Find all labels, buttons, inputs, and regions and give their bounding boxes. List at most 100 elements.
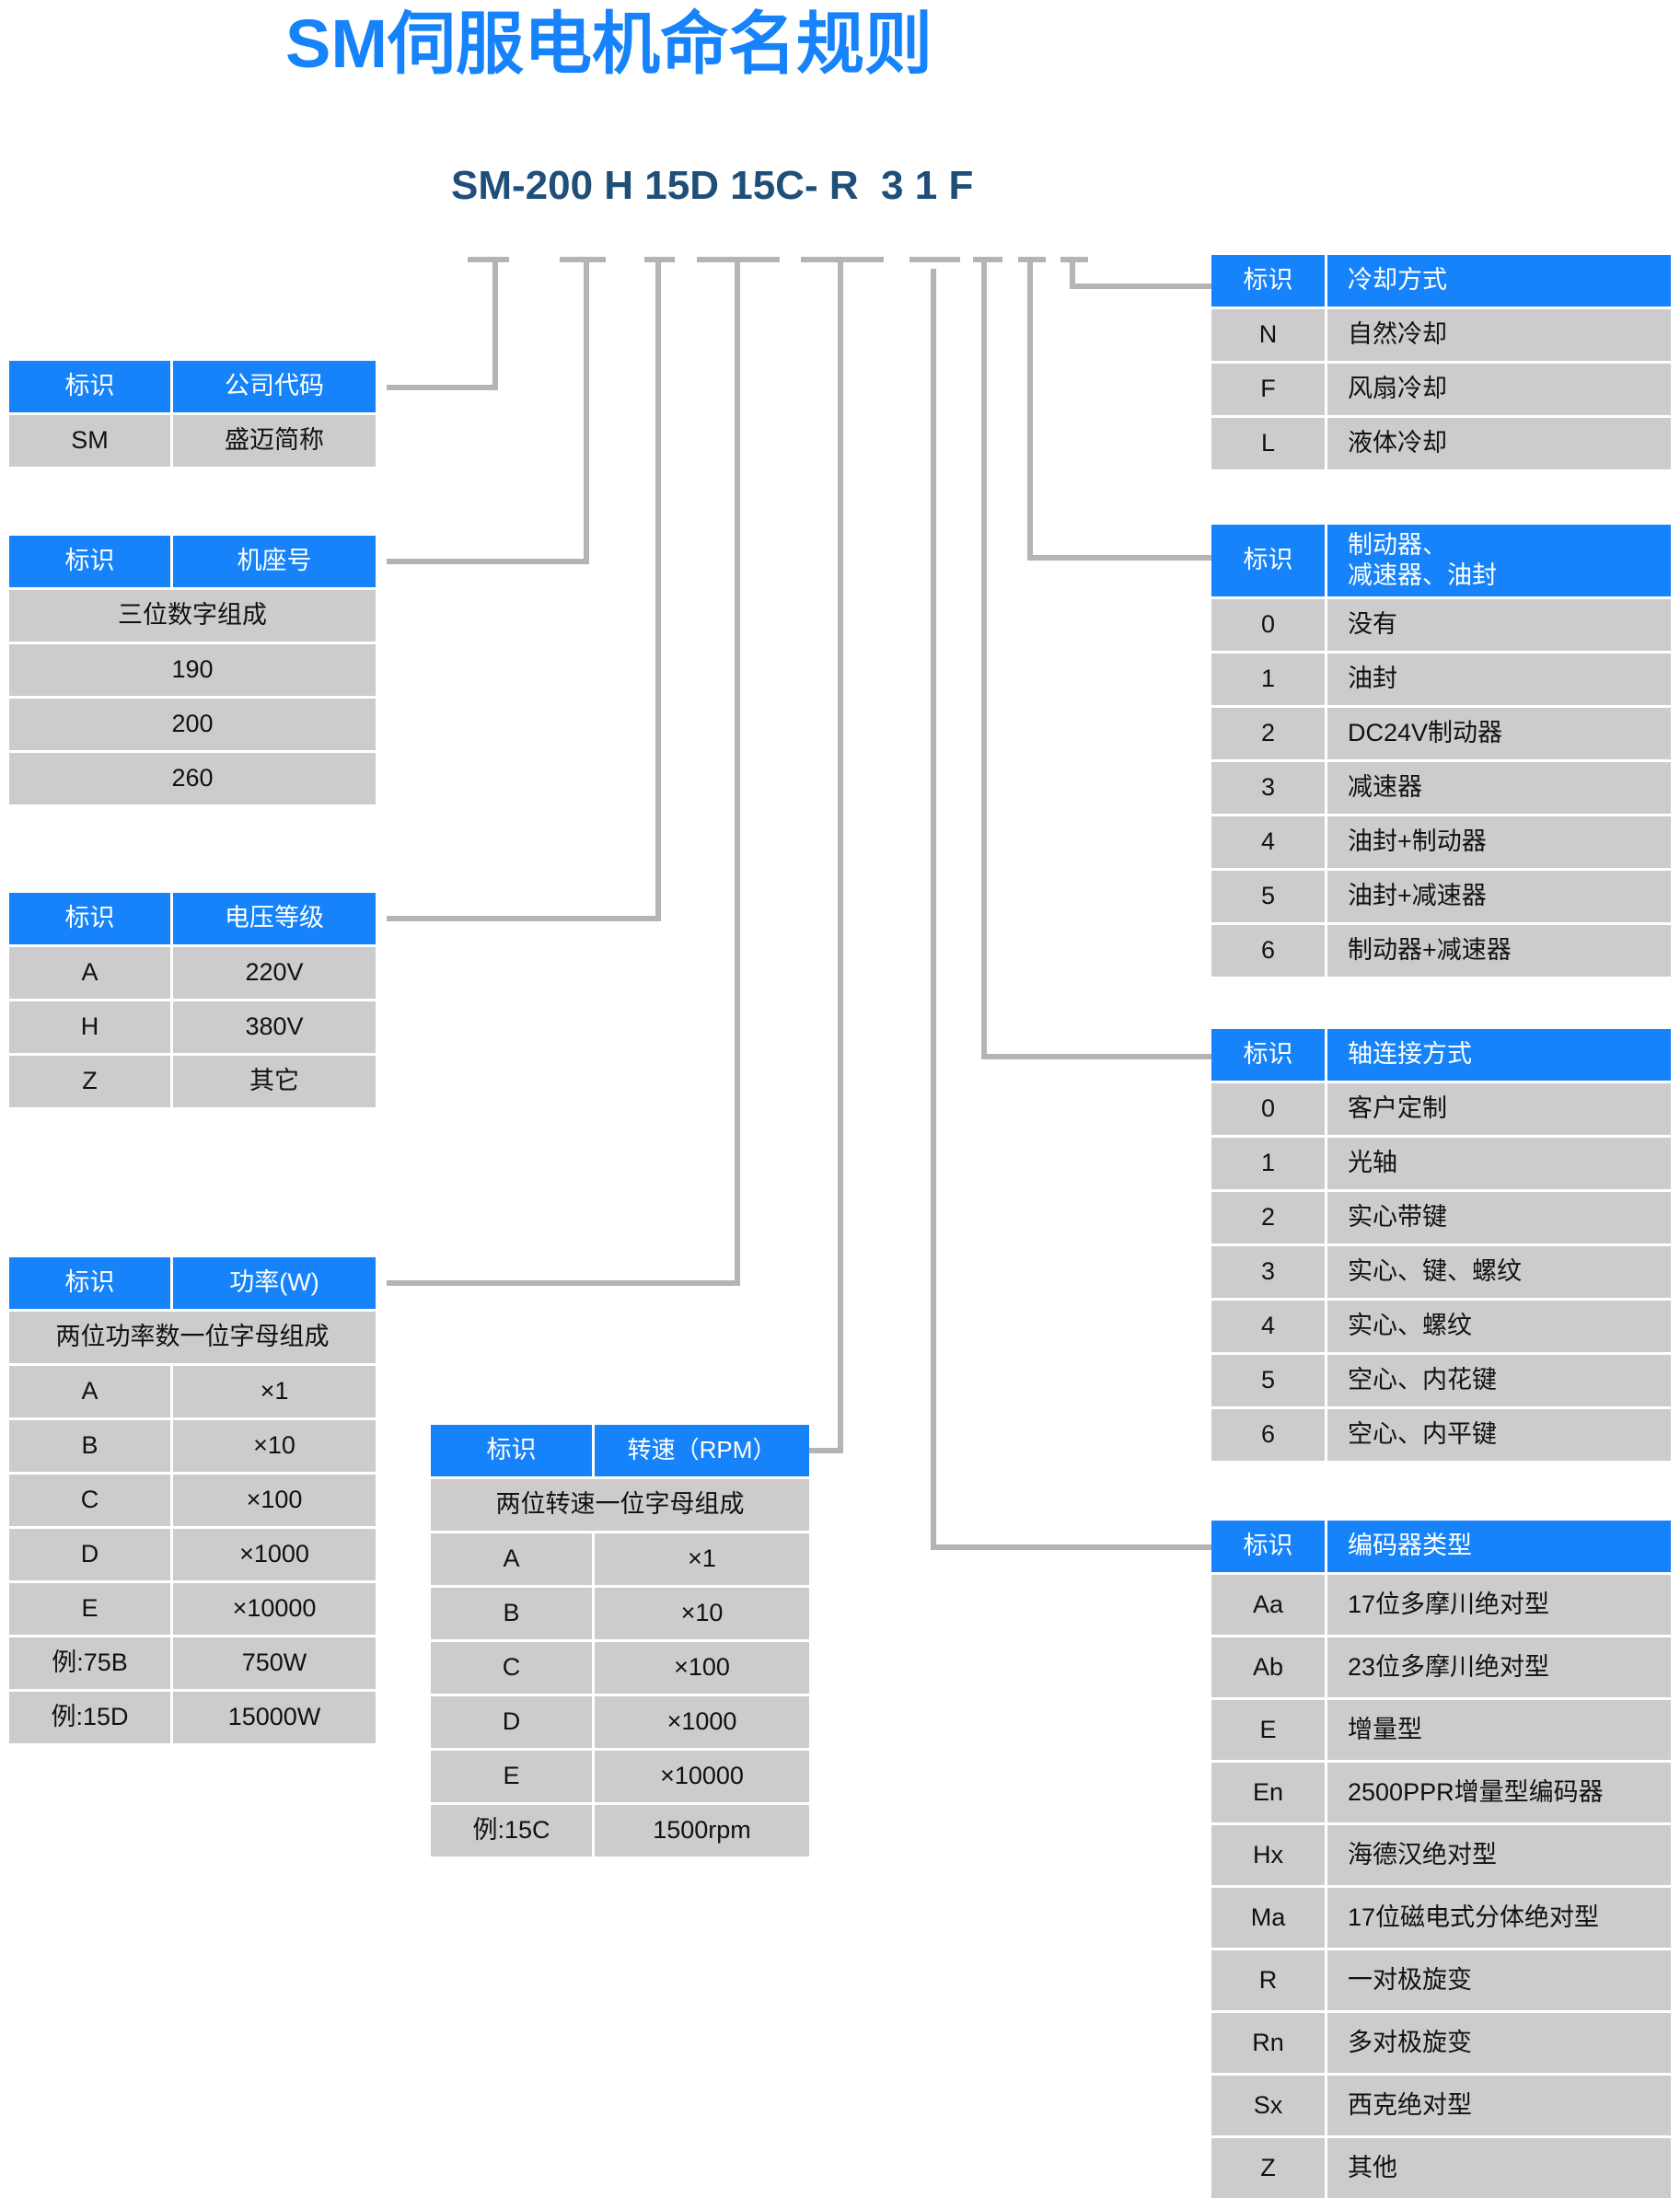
row-id-cell: 3 xyxy=(1211,1246,1325,1298)
row-value-cell: ×10000 xyxy=(595,1751,809,1802)
row-value-cell: 2500PPR增量型编码器 xyxy=(1327,1763,1671,1822)
table-row: 2 DC24V制动器 xyxy=(1211,708,1671,759)
table-row: E 增量型 xyxy=(1211,1700,1671,1760)
connector-h-speed xyxy=(808,1448,843,1453)
row-id-cell: 例:75B xyxy=(9,1637,170,1689)
table-power: 标识 功率(W) 两位功率数一位字母组成 A ×1 B ×10 C ×100 D… xyxy=(9,1257,376,1743)
row-value-cell: ×10 xyxy=(173,1420,376,1472)
row-value-cell: DC24V制动器 xyxy=(1327,708,1671,759)
header-value-line2: 减速器、油封 xyxy=(1348,561,1497,589)
note-cell: 三位数字组成 xyxy=(9,590,376,642)
row-id-cell: Z xyxy=(9,1056,170,1107)
table-row: Z 其他 xyxy=(1211,2138,1671,2198)
header-id-cell: 标识 xyxy=(1211,525,1325,596)
row-value-cell: 实心、键、螺纹 xyxy=(1327,1246,1671,1298)
table-header-row: 标识 转速（RPM） xyxy=(431,1425,809,1476)
table-row: N 自然冷却 xyxy=(1211,309,1671,361)
table-note-row: 两位转速一位字母组成 xyxy=(431,1479,809,1531)
table-cooling-method: 标识 冷却方式 N 自然冷却 F 风扇冷却 L 液体冷却 xyxy=(1211,255,1671,469)
connector-h-company xyxy=(387,385,498,390)
row-value-cell: 260 xyxy=(9,753,376,804)
row-value-cell: 190 xyxy=(9,644,376,696)
row-id-cell: 例:15D xyxy=(9,1692,170,1743)
row-id-cell: Rn xyxy=(1211,2013,1325,2073)
header-id-cell: 标识 xyxy=(1211,1029,1325,1081)
table-note-row: 两位功率数一位字母组成 xyxy=(9,1312,376,1363)
connector-v-shaft xyxy=(981,257,987,1059)
table-brake-reducer-seal: 标识 制动器、 减速器、油封 0 没有 1 油封 2 DC24V制动器 3 减速… xyxy=(1211,525,1671,977)
table-header-row: 标识 公司代码 xyxy=(9,361,376,412)
connector-h-shaft xyxy=(981,1054,1211,1059)
table-header-row: 标识 冷却方式 xyxy=(1211,255,1671,307)
row-value-cell: 17位磁电式分体绝对型 xyxy=(1327,1888,1671,1948)
row-id-cell: SM xyxy=(9,415,170,467)
table-row: F 风扇冷却 xyxy=(1211,364,1671,415)
table-row: Sx 西克绝对型 xyxy=(1211,2076,1671,2135)
row-value-cell: 减速器 xyxy=(1327,762,1671,814)
row-id-cell: Ab xyxy=(1211,1637,1325,1697)
table-row: C ×100 xyxy=(431,1642,809,1694)
header-id-cell: 标识 xyxy=(9,361,170,412)
header-value-cell: 机座号 xyxy=(173,536,376,587)
connector-cap-1 xyxy=(468,257,509,262)
table-voltage-level: 标识 电压等级 A 220V H 380V Z 其它 xyxy=(9,893,376,1107)
connector-cap-2 xyxy=(560,257,606,262)
row-value-cell: 220V xyxy=(173,947,376,999)
page-title: SM伺服电机命名规则 xyxy=(285,6,933,82)
table-row: Ma 17位磁电式分体绝对型 xyxy=(1211,1888,1671,1948)
row-value-cell: 17位多摩川绝对型 xyxy=(1327,1575,1671,1635)
table-company-code: 标识 公司代码 SM 盛迈简称 xyxy=(9,361,376,467)
row-id-cell: E xyxy=(431,1751,592,1802)
note-cell: 两位功率数一位字母组成 xyxy=(9,1312,376,1363)
table-header-row: 标识 机座号 xyxy=(9,536,376,587)
table-row: Hx 海德汉绝对型 xyxy=(1211,1825,1671,1885)
connector-v-frame xyxy=(584,257,589,564)
row-value-cell: 海德汉绝对型 xyxy=(1327,1825,1671,1885)
row-value-cell: ×100 xyxy=(173,1475,376,1526)
row-value-cell: 750W xyxy=(173,1637,376,1689)
row-id-cell: 6 xyxy=(1211,1409,1325,1461)
row-id-cell: A xyxy=(431,1533,592,1585)
table-row: 0 客户定制 xyxy=(1211,1083,1671,1135)
row-value-cell: 多对极旋变 xyxy=(1327,2013,1671,2073)
table-row: 190 xyxy=(9,644,376,696)
header-id-cell: 标识 xyxy=(9,1257,170,1309)
header-id-cell: 标识 xyxy=(1211,1521,1325,1572)
row-id-cell: D xyxy=(9,1529,170,1580)
table-row: 2 实心带键 xyxy=(1211,1192,1671,1244)
row-id-cell: 2 xyxy=(1211,708,1325,759)
table-encoder-type: 标识 编码器类型 Aa 17位多摩川绝对型 Ab 23位多摩川绝对型 E 增量型… xyxy=(1211,1521,1671,2198)
row-id-cell: Ma xyxy=(1211,1888,1325,1948)
table-row: L 液体冷却 xyxy=(1211,418,1671,469)
table-row: 6 空心、内平键 xyxy=(1211,1409,1671,1461)
row-id-cell: 1 xyxy=(1211,654,1325,705)
row-value-cell: 增量型 xyxy=(1327,1700,1671,1760)
row-value-cell: 380V xyxy=(173,1001,376,1053)
row-value-cell: ×1 xyxy=(595,1533,809,1585)
row-value-cell: 15000W xyxy=(173,1692,376,1743)
table-row: En 2500PPR增量型编码器 xyxy=(1211,1763,1671,1822)
row-id-cell: 例:15C xyxy=(431,1805,592,1857)
row-id-cell: B xyxy=(431,1588,592,1639)
table-header-row: 标识 编码器类型 xyxy=(1211,1521,1671,1572)
table-header-row: 标识 功率(W) xyxy=(9,1257,376,1309)
row-value-cell: 没有 xyxy=(1327,599,1671,651)
connector-v-encoder xyxy=(931,269,936,1550)
note-cell: 两位转速一位字母组成 xyxy=(431,1479,809,1531)
row-value-cell: 空心、内平键 xyxy=(1327,1409,1671,1461)
connector-v-cooling xyxy=(1070,257,1075,289)
row-value-cell: 制动器+减速器 xyxy=(1327,925,1671,977)
row-id-cell: N xyxy=(1211,309,1325,361)
table-header-row: 标识 电压等级 xyxy=(9,893,376,944)
header-value-cell: 编码器类型 xyxy=(1327,1521,1671,1572)
table-row: 3 实心、键、螺纹 xyxy=(1211,1246,1671,1298)
table-row: 260 xyxy=(9,753,376,804)
header-id-cell: 标识 xyxy=(431,1425,592,1476)
row-id-cell: 4 xyxy=(1211,1301,1325,1352)
connector-v-speed xyxy=(838,257,843,1453)
connector-cap-6 xyxy=(910,257,960,262)
row-value-cell: ×100 xyxy=(595,1642,809,1694)
row-id-cell: 6 xyxy=(1211,925,1325,977)
table-row: A ×1 xyxy=(431,1533,809,1585)
connector-v-company xyxy=(492,257,498,390)
